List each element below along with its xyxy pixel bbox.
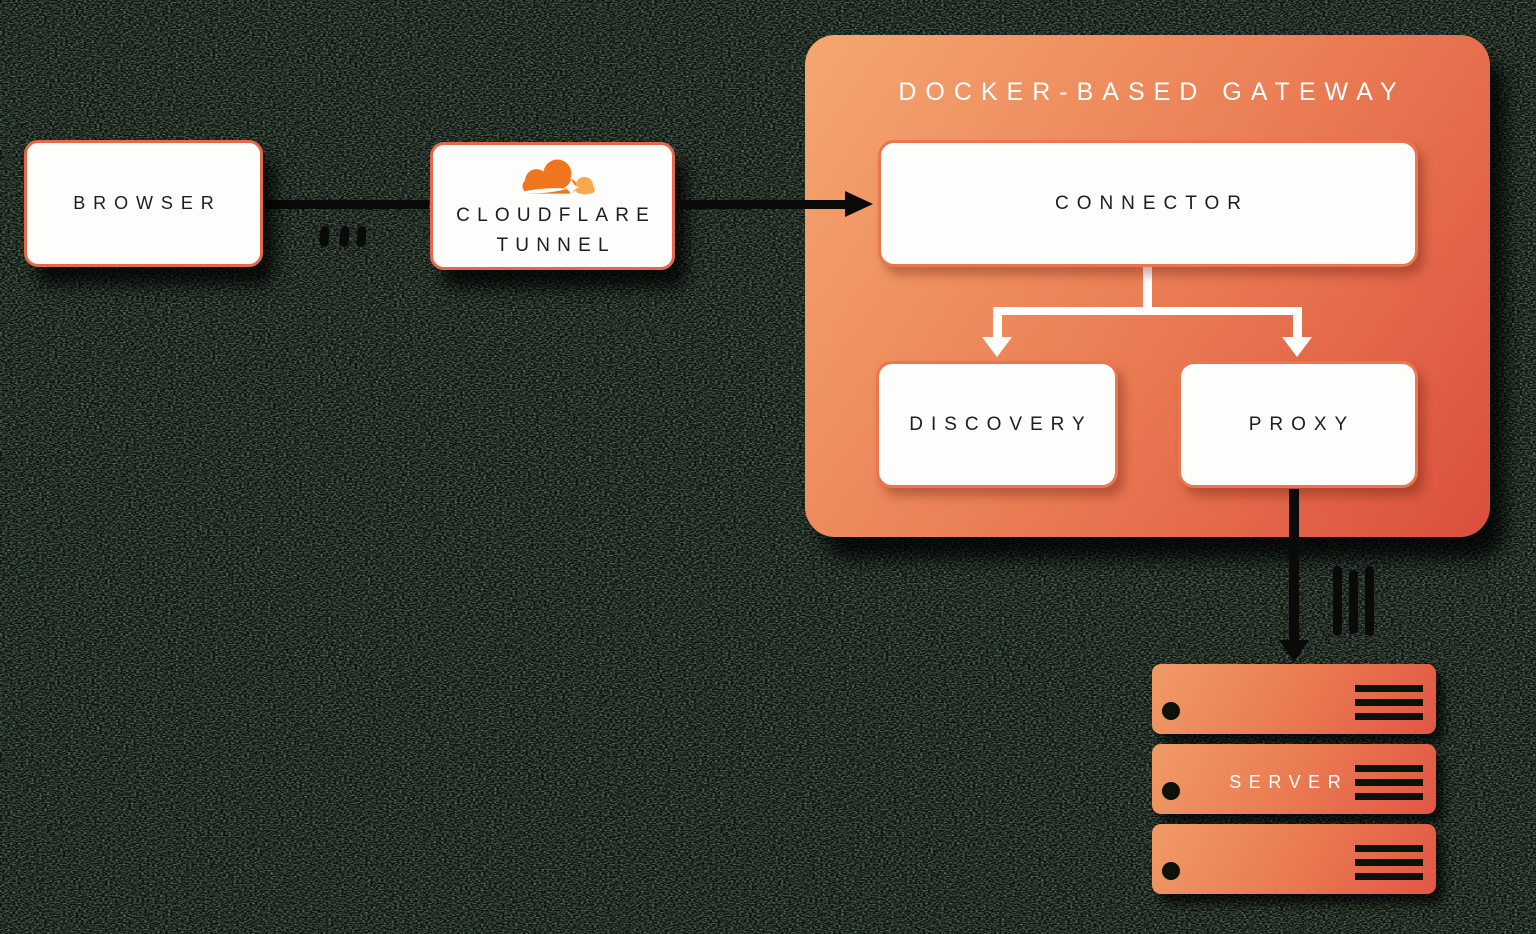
vent-slots-icon [1355,765,1423,807]
indicator-hole-icon [1162,862,1180,880]
gateway-panel: DOCKER-BASED GATEWAY CONNECTOR DISCOVERY… [805,35,1490,537]
browser-label: BROWSER [73,193,222,213]
discovery-node: DISCOVERY [876,361,1118,488]
browser-node: BROWSER [24,140,263,267]
connector-label: CONNECTOR [1055,192,1249,214]
hash-mark [1365,566,1374,636]
cloudflare-label-line1: CLOUDFLARE [456,205,657,226]
connector-node: CONNECTOR [878,140,1418,267]
discovery-label: DISCOVERY [909,413,1093,435]
vent-slots-icon [1355,845,1423,887]
arrow-proxy-to-server-line [1289,489,1299,642]
server-label: SERVER [1229,772,1349,792]
indicator-hole-icon [1162,782,1180,800]
arrow-tunnel-to-connector-line [675,200,847,209]
branch-connector-stem [1143,267,1152,310]
cloudflare-tunnel-node: CLOUDFLARE TUNNEL [430,142,675,270]
arrow-proxy-to-server-head [1279,640,1309,662]
proxy-node: PROXY [1178,361,1418,488]
hash-mark [1349,570,1358,634]
server-unit-2: SERVER [1152,744,1436,814]
vent-slots-icon [1355,685,1423,727]
proxy-label: PROXY [1248,413,1356,435]
link-browser-to-tunnel [262,200,429,209]
cloudflare-label-line2: TUNNEL [496,235,616,256]
branch-horizontal-line [993,307,1302,315]
gateway-title: DOCKER-BASED GATEWAY [898,78,1406,106]
server-unit-3 [1152,824,1436,894]
cloudflare-cloud-icon [514,159,595,197]
indicator-hole-icon [1162,702,1180,720]
branch-discovery-stub [993,315,1002,338]
arrow-connector-to-proxy-head [1282,337,1312,357]
hash-mark [1333,566,1342,636]
arrow-tunnel-to-connector-head [845,191,873,217]
server-unit-1 [1152,664,1436,734]
arrow-connector-to-discovery-head [982,337,1012,357]
branch-proxy-stub [1293,315,1302,338]
